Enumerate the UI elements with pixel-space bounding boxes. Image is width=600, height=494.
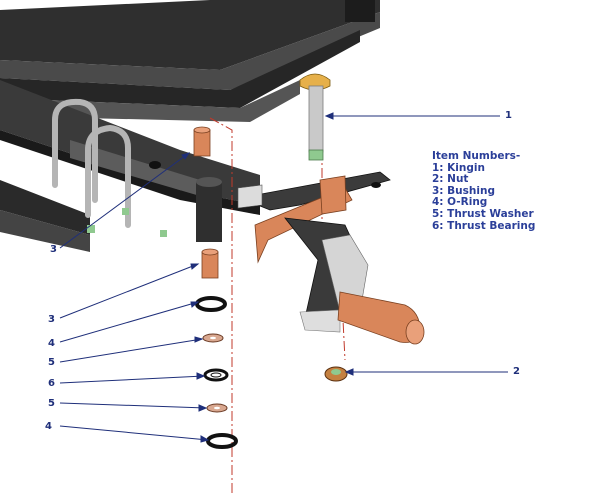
callout-thrust-washer-upper: 5: [48, 357, 55, 368]
callout-thrust-washer-lower: 5: [48, 398, 55, 409]
callout-bushing-lower: 3: [48, 314, 55, 325]
callout-thrust-bearing: 6: [48, 378, 55, 389]
legend-title: Item Numbers-: [432, 150, 521, 162]
item-numbers-legend: Item Numbers- 1: Kingin 2: Nut 3: Bushin…: [432, 150, 536, 232]
u-bolt: [52, 98, 131, 228]
bushing-upper: [193, 126, 211, 157]
legend-item-kingpin: 1: Kingin: [432, 161, 485, 174]
legend-item-o-ring: 4: O-Ring: [432, 196, 488, 209]
legend-item-bushing: 3: Bushing: [432, 184, 495, 197]
bushing-lower: [201, 248, 219, 279]
legend-item-nut: 2: Nut: [432, 173, 469, 186]
thrust-washer-upper: [202, 333, 224, 343]
steering-knuckle: [237, 171, 425, 345]
callout-o-ring-upper: 4: [48, 338, 55, 349]
nut: [324, 366, 348, 382]
axle-eye: [196, 177, 222, 242]
callout-bushing-upper: 3: [50, 244, 57, 255]
callout-kingpin: 1: [505, 110, 512, 121]
o-ring-upper: [195, 296, 227, 312]
kingpin: [299, 73, 331, 161]
callout-o-ring-lower: 4: [45, 421, 52, 432]
stud-markers: [87, 208, 167, 237]
legend-item-thrust-bearing: 6: Thrust Bearing: [432, 219, 536, 232]
thrust-bearing: [203, 368, 229, 382]
callout-nut: 2: [513, 366, 520, 377]
leader-lines: [59, 112, 508, 443]
legend-item-thrust-washer: 5: Thrust Washer: [432, 207, 534, 220]
thrust-washer-lower: [206, 403, 228, 413]
o-ring-lower: [206, 433, 238, 449]
